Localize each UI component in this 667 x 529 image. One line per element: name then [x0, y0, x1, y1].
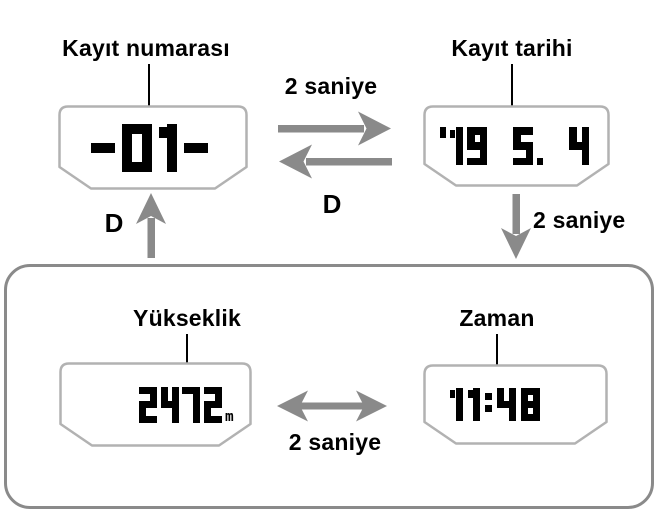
record-date-leader-line: [511, 64, 513, 118]
record-number-digits: [58, 105, 248, 190]
two-seconds-right-label: 2 saniye: [533, 207, 626, 233]
altitude-label: Yükseklik: [133, 305, 241, 331]
record-number-label: Kayıt numarası: [62, 35, 230, 61]
arrow-right-icon: [278, 111, 391, 146]
arrow-left-right-icon: [277, 390, 387, 422]
altitude-digits: m: [59, 362, 252, 447]
two-seconds-bottom-label: 2 saniye: [288, 429, 382, 455]
arrow-left-icon: [279, 144, 392, 179]
time-digits: [423, 364, 608, 445]
time-display: [423, 364, 608, 445]
arrow-up-icon: [136, 193, 166, 258]
record-date-label: Kayıt tarihi: [451, 35, 573, 61]
record-date-display: [423, 105, 610, 187]
altitude-display: m: [59, 362, 252, 447]
record-number-display: [58, 105, 248, 190]
time-label: Zaman: [459, 305, 535, 331]
time-leader-line: [496, 334, 498, 378]
record-number-leader-line: [148, 64, 150, 117]
record-date-digits: [423, 105, 610, 187]
two-seconds-top-label: 2 saniye: [284, 73, 378, 99]
d-button-middle-label: D: [322, 189, 342, 219]
lcd-outline: [58, 105, 248, 190]
display-unit: m: [225, 409, 234, 426]
d-button-left-label: D: [104, 208, 124, 238]
record-view-group-box: [4, 264, 654, 509]
altitude-leader-line: [186, 334, 188, 380]
arrow-down-icon: [501, 194, 531, 259]
